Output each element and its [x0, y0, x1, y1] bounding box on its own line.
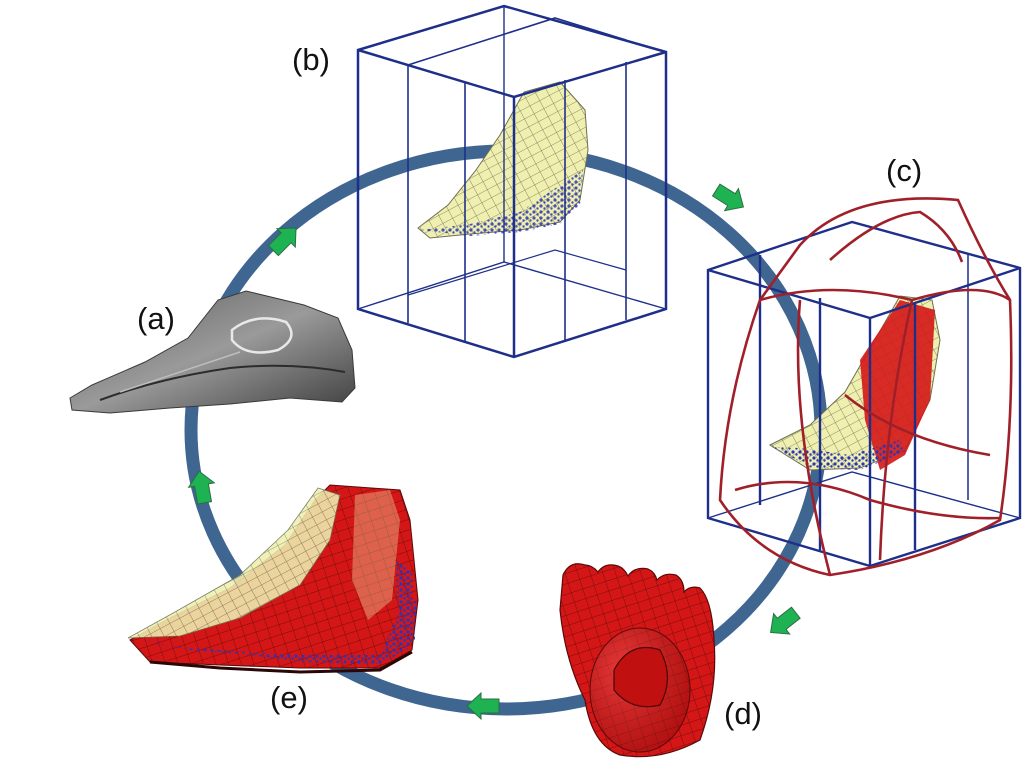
label-a: (a) — [137, 301, 175, 336]
label-d: (d) — [724, 696, 762, 731]
bounding-lattice — [356, 4, 668, 359]
overlay-foot-figure — [127, 484, 419, 674]
label-b: (b) — [292, 42, 330, 77]
label-c: (c) — [886, 153, 922, 188]
blue-lattice — [706, 220, 1022, 568]
mri-foot-image — [69, 290, 356, 414]
right-arrow-icon — [711, 183, 745, 212]
red-foot-front-figure — [559, 563, 716, 758]
right-arrow-icon — [466, 691, 500, 721]
red-deformed-cage — [718, 197, 1013, 577]
lattice-foot-figure — [356, 4, 668, 359]
deformed-lattice-figure — [706, 197, 1022, 577]
right-arrow-icon — [267, 227, 297, 257]
right-arrow-icon — [770, 606, 801, 635]
right-arrow-icon — [187, 470, 216, 505]
foot-yellow-mesh — [417, 81, 589, 239]
flow-arrows — [187, 183, 801, 721]
label-e: (e) — [270, 680, 308, 715]
